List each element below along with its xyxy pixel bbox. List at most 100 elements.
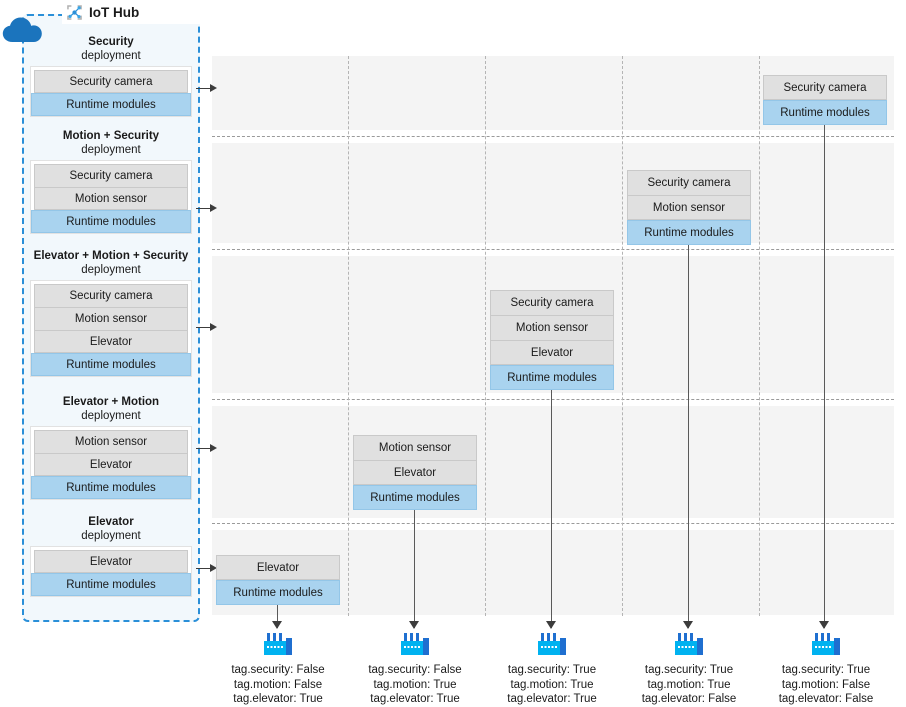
grid-row-separator xyxy=(212,399,894,400)
tag-security: tag.security: False xyxy=(231,664,325,676)
device-tags: tag.security: True tag.motion: True tag.… xyxy=(472,663,632,707)
deployment-group-security[interactable]: Security deployment Security camera Runt… xyxy=(30,36,192,117)
device-1[interactable]: tag.security: False tag.motion: True tag… xyxy=(335,632,495,707)
hub-to-grid-line xyxy=(196,208,212,209)
module-motion-sensor[interactable]: Motion sensor xyxy=(34,430,188,453)
deployment-subtitle: deployment xyxy=(81,263,141,276)
grid-column-separator xyxy=(622,56,623,616)
device-0[interactable]: tag.security: False tag.motion: False ta… xyxy=(198,632,358,707)
grid-column-separator xyxy=(348,56,349,616)
deployment-box: Elevator Runtime modules xyxy=(30,546,192,597)
grid-stack-row0[interactable]: Security camera Runtime modules xyxy=(763,75,887,125)
deployment-title: Elevator + Motion + Security deployment xyxy=(30,250,192,277)
tag-security: tag.security: True xyxy=(644,664,734,676)
module-runtime[interactable]: Runtime modules xyxy=(490,365,614,390)
tag-elevator: tag.elevator: False xyxy=(641,693,737,705)
tag-elevator: tag.elevator: False xyxy=(778,693,874,705)
module-elevator[interactable]: Elevator xyxy=(34,453,188,476)
deployment-name: Motion + Security xyxy=(62,130,160,142)
deployment-title: Motion + Security deployment xyxy=(30,130,192,157)
device-tags: tag.security: False tag.motion: False ta… xyxy=(198,663,358,707)
cloud-icon xyxy=(2,17,42,42)
stack-to-device-arrow xyxy=(409,621,419,629)
module-security-camera[interactable]: Security camera xyxy=(34,70,188,93)
grid-stack-row3[interactable]: Motion sensor Elevator Runtime modules xyxy=(353,435,477,510)
factory-icon xyxy=(675,633,703,655)
hub-to-grid-line xyxy=(196,448,212,449)
stack-to-device-arrow xyxy=(272,621,282,629)
module-security-camera[interactable]: Security camera xyxy=(34,284,188,307)
module-elevator[interactable]: Elevator xyxy=(34,550,188,573)
grid-row-separator xyxy=(212,136,894,137)
hub-to-grid-line xyxy=(196,88,212,89)
module-security-camera[interactable]: Security camera xyxy=(627,170,751,195)
module-runtime[interactable]: Runtime modules xyxy=(31,210,191,233)
factory-icon xyxy=(401,633,429,655)
deployment-group-elevator-motion[interactable]: Elevator + Motion deployment Motion sens… xyxy=(30,396,192,500)
deployment-title: Elevator deployment xyxy=(30,516,192,543)
tag-motion: tag.motion: True xyxy=(510,678,594,691)
stack-to-device-line xyxy=(551,390,552,628)
module-motion-sensor[interactable]: Motion sensor xyxy=(490,315,614,340)
factory-icon xyxy=(538,633,566,655)
stack-to-device-line xyxy=(277,605,278,628)
module-motion-sensor[interactable]: Motion sensor xyxy=(34,307,188,330)
module-elevator[interactable]: Elevator xyxy=(34,330,188,353)
device-tags: tag.security: True tag.motion: False tag… xyxy=(746,663,906,707)
deployment-name: Elevator + Motion xyxy=(62,396,160,408)
tag-security: tag.security: True xyxy=(781,664,871,676)
module-motion-sensor[interactable]: Motion sensor xyxy=(627,195,751,220)
module-security-camera[interactable]: Security camera xyxy=(763,75,887,100)
factory-icon xyxy=(812,633,840,655)
device-2[interactable]: tag.security: True tag.motion: True tag.… xyxy=(472,632,632,707)
grid-row-separator xyxy=(212,523,894,524)
tag-motion: tag.motion: False xyxy=(781,678,871,691)
grid-stack-row1[interactable]: Security camera Motion sensor Runtime mo… xyxy=(627,170,751,245)
module-runtime[interactable]: Runtime modules xyxy=(627,220,751,245)
deployment-box: Motion sensor Elevator Runtime modules xyxy=(30,426,192,500)
device-3[interactable]: tag.security: True tag.motion: True tag.… xyxy=(609,632,769,707)
deployment-group-elevator[interactable]: Elevator deployment Elevator Runtime mod… xyxy=(30,516,192,597)
deployment-box: Security camera Motion sensor Elevator R… xyxy=(30,280,192,377)
hub-to-grid-arrow xyxy=(210,83,217,92)
deployment-subtitle: deployment xyxy=(81,529,141,542)
module-runtime[interactable]: Runtime modules xyxy=(216,580,340,605)
deployment-name: Security xyxy=(88,36,134,48)
stack-to-device-arrow xyxy=(819,621,829,629)
tag-motion: tag.motion: False xyxy=(233,678,323,691)
deployment-group-motion-security[interactable]: Motion + Security deployment Security ca… xyxy=(30,130,192,234)
deployment-name: Elevator xyxy=(88,516,134,528)
grid-row-band xyxy=(212,406,894,518)
module-security-camera[interactable]: Security camera xyxy=(490,290,614,315)
module-runtime[interactable]: Runtime modules xyxy=(31,573,191,596)
device-tags: tag.security: False tag.motion: True tag… xyxy=(335,663,495,707)
hub-to-grid-arrow xyxy=(210,563,217,572)
module-elevator[interactable]: Elevator xyxy=(490,340,614,365)
grid-stack-row2[interactable]: Security camera Motion sensor Elevator R… xyxy=(490,290,614,390)
grid-row-band xyxy=(212,143,894,243)
iot-hub-title: IoT Hub xyxy=(62,0,210,24)
module-elevator[interactable]: Elevator xyxy=(216,555,340,580)
hub-to-grid-arrow xyxy=(210,443,217,452)
module-runtime[interactable]: Runtime modules xyxy=(353,485,477,510)
deployment-subtitle: deployment xyxy=(81,143,141,156)
module-motion-sensor[interactable]: Motion sensor xyxy=(34,187,188,210)
module-motion-sensor[interactable]: Motion sensor xyxy=(353,435,477,460)
module-runtime[interactable]: Runtime modules xyxy=(31,353,191,376)
module-elevator[interactable]: Elevator xyxy=(353,460,477,485)
grid-column-separator xyxy=(759,56,760,616)
deployment-box: Security camera Motion sensor Runtime mo… xyxy=(30,160,192,234)
deployment-group-elevator-motion-security[interactable]: Elevator + Motion + Security deployment … xyxy=(30,250,192,377)
hub-to-grid-line xyxy=(196,568,212,569)
device-4[interactable]: tag.security: True tag.motion: False tag… xyxy=(746,632,906,707)
grid-stack-row4[interactable]: Elevator Runtime modules xyxy=(216,555,340,605)
stack-to-device-line xyxy=(414,510,415,628)
module-security-camera[interactable]: Security camera xyxy=(34,164,188,187)
stack-to-device-arrow xyxy=(683,621,693,629)
device-tags: tag.security: True tag.motion: True tag.… xyxy=(609,663,769,707)
module-runtime[interactable]: Runtime modules xyxy=(763,100,887,125)
tag-elevator: tag.elevator: True xyxy=(370,693,460,705)
module-runtime[interactable]: Runtime modules xyxy=(31,93,191,116)
module-runtime[interactable]: Runtime modules xyxy=(31,476,191,499)
